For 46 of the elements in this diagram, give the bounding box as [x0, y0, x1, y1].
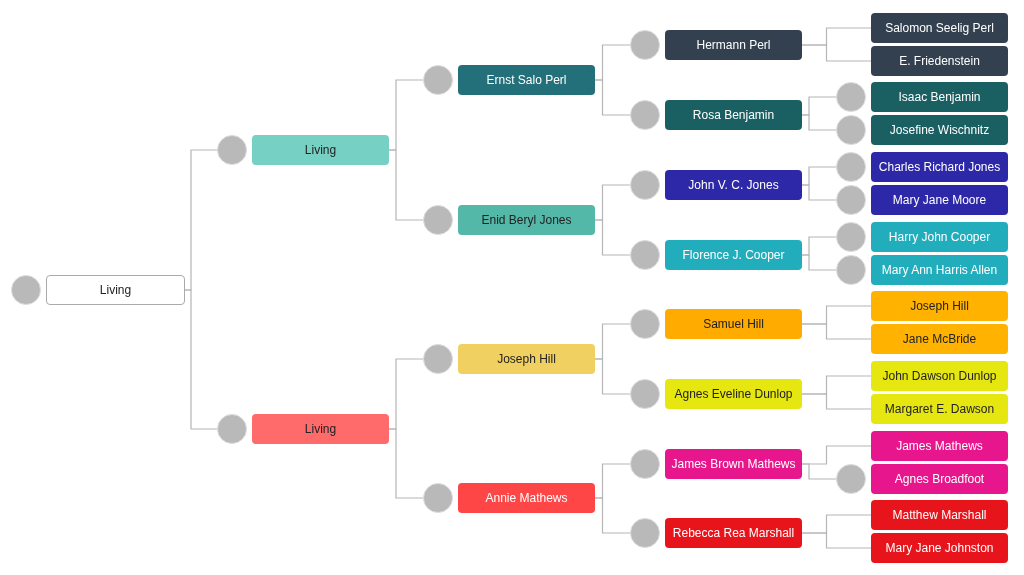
person-box: Margaret E. Dawson: [871, 394, 1008, 424]
person-box: Annie Mathews: [458, 483, 595, 513]
person-box: John V. C. Jones: [665, 170, 802, 200]
connector-line: [801, 463, 837, 480]
person-box: Charles Richard Jones: [871, 152, 1008, 182]
connector-line: [594, 358, 631, 395]
connector-line: [801, 532, 872, 549]
person-box: John Dawson Dunlop: [871, 361, 1008, 391]
connector-line: [801, 184, 837, 201]
person-box: Ernst Salo Perl: [458, 65, 595, 95]
connector-line: [594, 219, 631, 256]
connector-line: [801, 114, 837, 131]
connector-line: [388, 149, 424, 221]
person-box: E. Friedenstein: [871, 46, 1008, 76]
person-box: Rebecca Rea Marshall: [665, 518, 802, 548]
connector-line: [801, 393, 872, 410]
person-box: Mary Jane Moore: [871, 185, 1008, 215]
person-box: Agnes Broadfoot: [871, 464, 1008, 494]
person-box: Samuel Hill: [665, 309, 802, 339]
person-box: Living: [252, 414, 389, 444]
person-box: Rosa Benjamin: [665, 100, 802, 130]
person-box: Jane McBride: [871, 324, 1008, 354]
person-box: Isaac Benjamin: [871, 82, 1008, 112]
connector-line: [594, 497, 631, 534]
connector-line: [801, 254, 837, 271]
person-box: Hermann Perl: [665, 30, 802, 60]
person-box: Mary Ann Harris Allen: [871, 255, 1008, 285]
connector-line: [801, 44, 872, 62]
connector-line: [801, 323, 872, 340]
person-box: Joseph Hill: [871, 291, 1008, 321]
person-box: Salomon Seelig Perl: [871, 13, 1008, 43]
person-box: Living: [46, 275, 185, 305]
person-box: Josefine Wischnitz: [871, 115, 1008, 145]
person-box: Agnes Eveline Dunlop: [665, 379, 802, 409]
connector-line: [388, 428, 424, 499]
person-box: James Mathews: [871, 431, 1008, 461]
person-box: Enid Beryl Jones: [458, 205, 595, 235]
connector-line: [184, 289, 218, 430]
person-box: Florence J. Cooper: [665, 240, 802, 270]
connector-line: [594, 79, 631, 116]
person-box: Joseph Hill: [458, 344, 595, 374]
person-box: Matthew Marshall: [871, 500, 1008, 530]
person-box: Harry John Cooper: [871, 222, 1008, 252]
person-box: James Brown Mathews: [665, 449, 802, 479]
person-box: Living: [252, 135, 389, 165]
person-box: Mary Jane Johnston: [871, 533, 1008, 563]
